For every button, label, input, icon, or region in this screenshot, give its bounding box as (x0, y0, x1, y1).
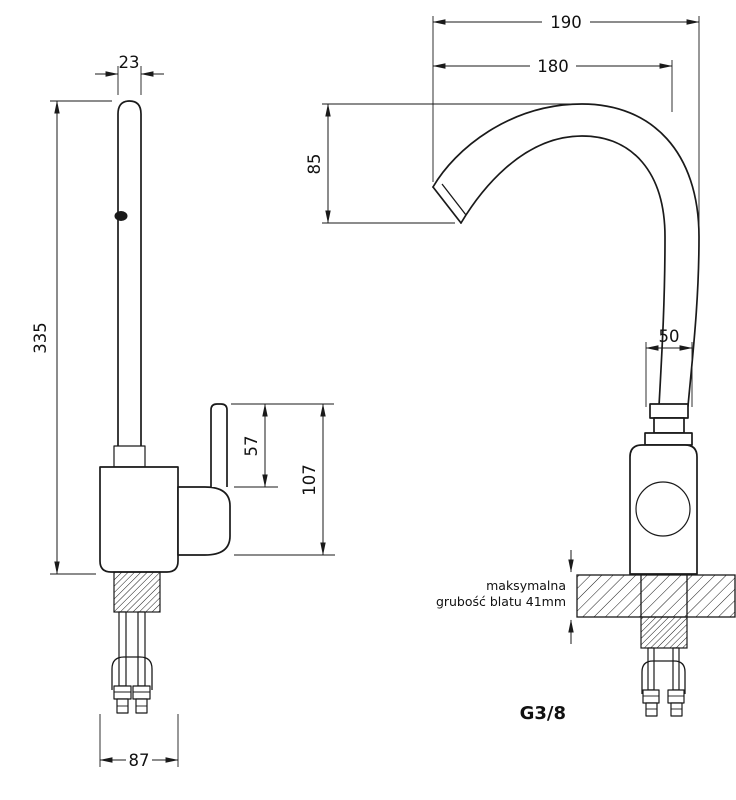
mounting-hardware (111, 611, 153, 714)
countertop-thickness-callout: maksymalna grubość blatu 41mm (436, 550, 574, 644)
dim-label-body-diameter: 50 (659, 327, 680, 346)
dim-label-base-width: 87 (129, 751, 150, 770)
spout-aerator-edge (441, 183, 467, 216)
handle-ring (649, 403, 689, 419)
dim-front-base-width: 87 (99, 714, 179, 770)
mounting-nut (132, 685, 151, 700)
dim-front-total-height: 335 (31, 100, 112, 575)
countertop-note-line1: maksymalna (486, 578, 566, 593)
front-faucet-outline (99, 100, 231, 714)
mounting-bracket (641, 660, 686, 694)
dim-label-total-height: 335 (31, 322, 50, 354)
mounting-nut (642, 689, 660, 704)
valve-body (177, 486, 231, 556)
spout-curve-inner (460, 135, 666, 407)
mounting-nut (113, 685, 132, 700)
handle-stem (653, 417, 685, 434)
hose-connector (645, 702, 658, 717)
front-view: 23 335 57 107 87 (31, 53, 335, 770)
dim-front-spout-width: 23 (95, 53, 164, 95)
mounting-stud (672, 647, 680, 691)
dim-label-spout-clearance: 85 (305, 154, 324, 175)
faucet-body (99, 466, 179, 573)
lever-handle (210, 403, 228, 487)
mounting-hardware-side (641, 647, 686, 717)
dim-front-handle-height: 57 (231, 403, 334, 488)
side-view: 190 180 85 50 maksymalna grub (305, 13, 736, 724)
dim-label-handle-height: 57 (242, 436, 261, 457)
hose-connector (670, 702, 683, 717)
threaded-shank (113, 571, 161, 613)
dim-side-reach-outer: 190 (432, 13, 700, 230)
threaded-shank-side (640, 616, 688, 649)
mounting-stud (647, 647, 655, 691)
dim-label-body-height: 107 (300, 464, 319, 496)
spout-tip-face (432, 186, 462, 224)
countertop-note-line2: grubość blatu 41mm (436, 594, 566, 609)
pipe-collar (113, 445, 146, 468)
mounting-bracket (111, 656, 153, 690)
spout-pipe (117, 100, 142, 467)
aerator-outlet (114, 211, 128, 221)
thread-size-label: G3/8 (520, 703, 566, 724)
mounting-nut (667, 689, 685, 704)
mounting-stud (137, 611, 146, 687)
dim-front-body-height: 107 (234, 403, 335, 556)
dim-label-reach-inner: 180 (537, 57, 569, 76)
countertop-section (576, 574, 736, 618)
dim-side-spout-clearance: 85 (305, 103, 575, 224)
dim-side-body-diameter: 50 (645, 327, 693, 407)
dim-side-reach-inner: 180 (432, 57, 673, 112)
dim-label-spout-width: 23 (119, 53, 140, 72)
side-faucet-outline (432, 103, 736, 717)
spout-curve-outer (432, 103, 700, 407)
body-top-flange (644, 432, 693, 446)
valve-cap (635, 481, 691, 537)
mounting-stud (118, 611, 127, 687)
dim-label-reach-outer: 190 (550, 13, 582, 32)
